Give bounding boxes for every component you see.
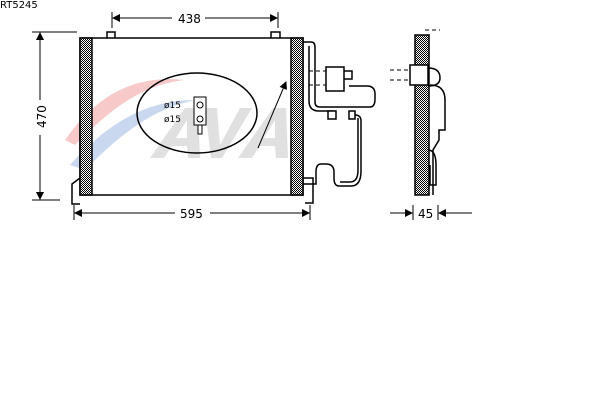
dimension-label-width-brackets: 438: [178, 12, 201, 26]
dimension-45: 45: [390, 205, 472, 221]
dimension-label-height: 470: [35, 105, 49, 128]
connector-detail: ø15 ø15: [136, 72, 287, 154]
condenser-front-view: [71, 31, 376, 205]
port-diameter-1: ø15: [164, 101, 181, 111]
condenser-side-view: [390, 29, 446, 196]
dimension-438: 438: [111, 12, 279, 28]
dimension-label-depth: 45: [418, 207, 433, 221]
dimension-label-width-total: 595: [180, 207, 203, 221]
dimension-595: 595: [73, 205, 311, 221]
dimension-470: 470: [32, 31, 77, 201]
part-code: RT5245: [0, 0, 38, 11]
port-diameter-2: ø15: [164, 115, 181, 125]
